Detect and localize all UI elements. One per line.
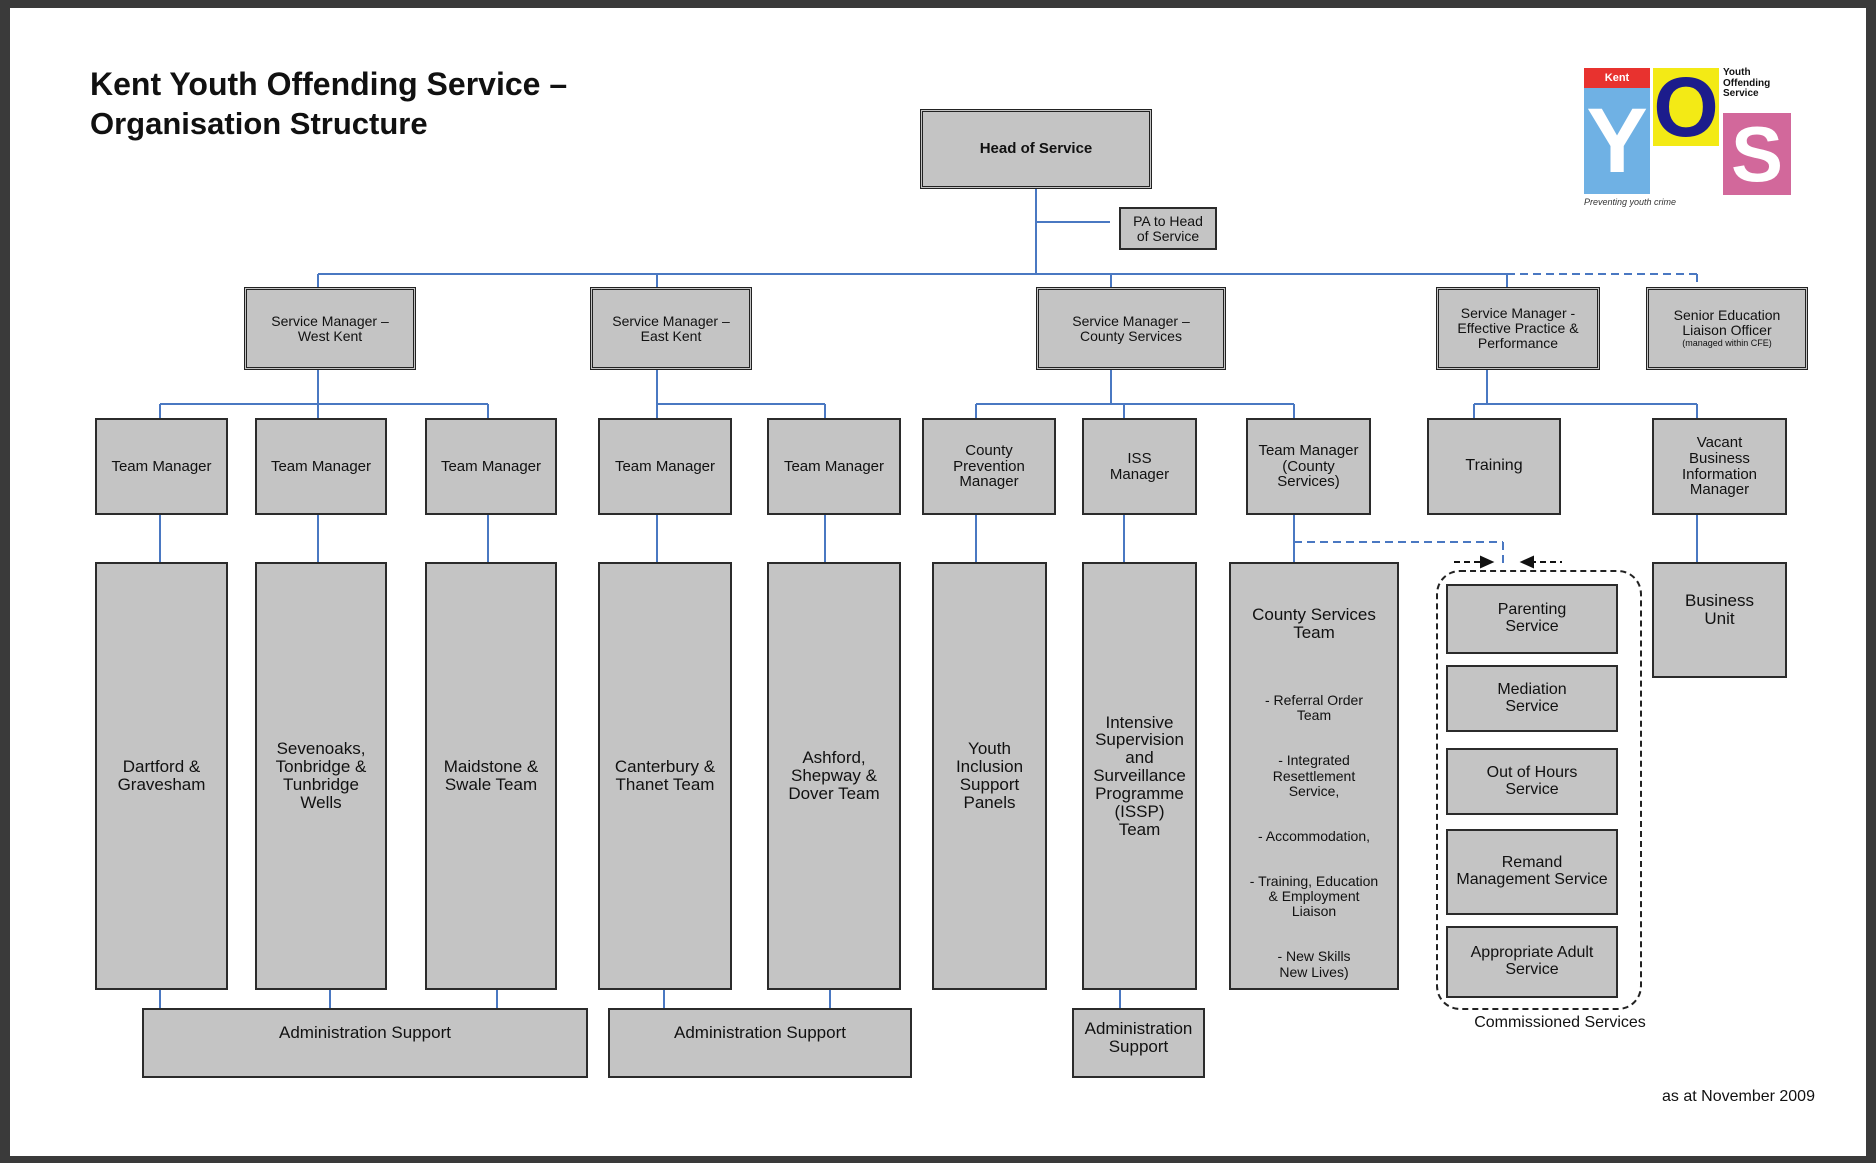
arrowhead-left <box>1519 555 1534 569</box>
parenting-service-box: Parenting Service <box>1446 584 1618 654</box>
administration-support-west-box: Administration Support <box>142 1008 588 1078</box>
connector-lines <box>159 188 1698 1008</box>
administration-support-county-box: Administration Support <box>1072 1008 1205 1078</box>
service-manager-practice-box: Service Manager - Effective Practice & P… <box>1436 287 1600 370</box>
youth-inclusion-support-panels-box: Youth Inclusion Support Panels <box>932 562 1047 990</box>
logo-letter-y: Y <box>1584 88 1650 194</box>
team-manager-box: Team Manager <box>95 418 228 515</box>
county-services-list: - Referral Order Team - Integrated Reset… <box>1250 678 1378 1010</box>
commissioned-services-label: Commissioned Services <box>1474 1014 1646 1031</box>
logo-letter-o: O <box>1653 59 1719 154</box>
service-manager-west-kent-box: Service Manager – West Kent <box>244 287 416 370</box>
training-box: Training <box>1427 418 1561 515</box>
senior-education-liaison-box: Senior Education Liaison Officer (manage… <box>1646 287 1808 370</box>
appropriate-adult-service-box: Appropriate Adult Service <box>1446 926 1618 998</box>
canterbury-thanet-team-box: Canterbury & Thanet Team <box>598 562 732 990</box>
ashford-shepway-dover-team-box: Ashford, Shepway & Dover Team <box>767 562 901 990</box>
service-manager-county-box: Service Manager – County Services <box>1036 287 1226 370</box>
county-services-item: - Accommodation, <box>1257 827 1371 844</box>
page-title: Kent Youth Offending Service – <box>90 66 568 102</box>
out-of-hours-service-box: Out of Hours Service <box>1446 748 1618 815</box>
issp-team-box: Intensive Supervision and Surveillance P… <box>1082 562 1197 990</box>
county-services-team-title: County Services Team <box>1252 605 1376 642</box>
sevenoaks-tonbridge-team-box: Sevenoaks, Tonbridge & Tunbridge Wells <box>255 562 387 990</box>
county-services-item: - Training, Education & Employment Liais… <box>1249 872 1379 920</box>
logo-service-text: Youth Offending Service <box>1723 67 1771 99</box>
dartford-gravesham-team-box: Dartford & Gravesham <box>95 562 228 990</box>
pa-to-head-box: PA to Head of Service <box>1119 207 1217 250</box>
administration-support-east-box: Administration Support <box>608 1008 912 1078</box>
head-of-service-box: Head of Service <box>920 109 1152 189</box>
remand-management-service-box: Remand Management Service <box>1446 829 1618 915</box>
county-services-item: - Referral Order Team <box>1264 692 1364 724</box>
county-services-item: - New Skills New Lives) <box>1277 948 1351 980</box>
county-prevention-manager-box: County Prevention Manager <box>922 418 1056 515</box>
yos-logo: Kent Y O Youth Offending Service S Preve… <box>1575 59 1797 209</box>
org-chart-sheet: Kent Youth Offending Service – Organisat… <box>10 8 1866 1156</box>
mediation-service-box: Mediation Service <box>1446 665 1618 732</box>
team-manager-box: Team Manager <box>598 418 732 515</box>
vacant-business-info-manager-box: Vacant Business Information Manager <box>1652 418 1787 515</box>
team-manager-county-box: Team Manager (County Services) <box>1246 418 1371 515</box>
logo-tagline: Preventing youth crime <box>1584 197 1677 207</box>
arrowhead-right <box>1480 555 1495 569</box>
maidstone-swale-team-box: Maidstone & Swale Team <box>425 562 557 990</box>
logo-kent-label: Kent <box>1584 68 1650 88</box>
service-manager-east-kent-box: Service Manager – East Kent <box>590 287 752 370</box>
county-services-team-box: County Services Team - Referral Order Te… <box>1229 562 1399 990</box>
logo-letter-s: S <box>1723 110 1791 198</box>
team-manager-box: Team Manager <box>767 418 901 515</box>
date-note: as at November 2009 <box>1662 1088 1815 1105</box>
senior-education-liaison-note: (managed within CFE) <box>1682 338 1772 349</box>
commissioned-services-frame <box>1436 570 1642 1010</box>
county-services-item: - Integrated Resettlement Service, <box>1272 752 1356 800</box>
business-unit-box: Business Unit <box>1652 562 1787 678</box>
team-manager-box: Team Manager <box>255 418 387 515</box>
team-manager-box: Team Manager <box>425 418 557 515</box>
senior-education-liaison-label: Senior Education Liaison Officer <box>1673 307 1781 338</box>
iss-manager-box: ISS Manager <box>1082 418 1197 515</box>
page-subtitle: Organisation Structure <box>90 106 428 141</box>
